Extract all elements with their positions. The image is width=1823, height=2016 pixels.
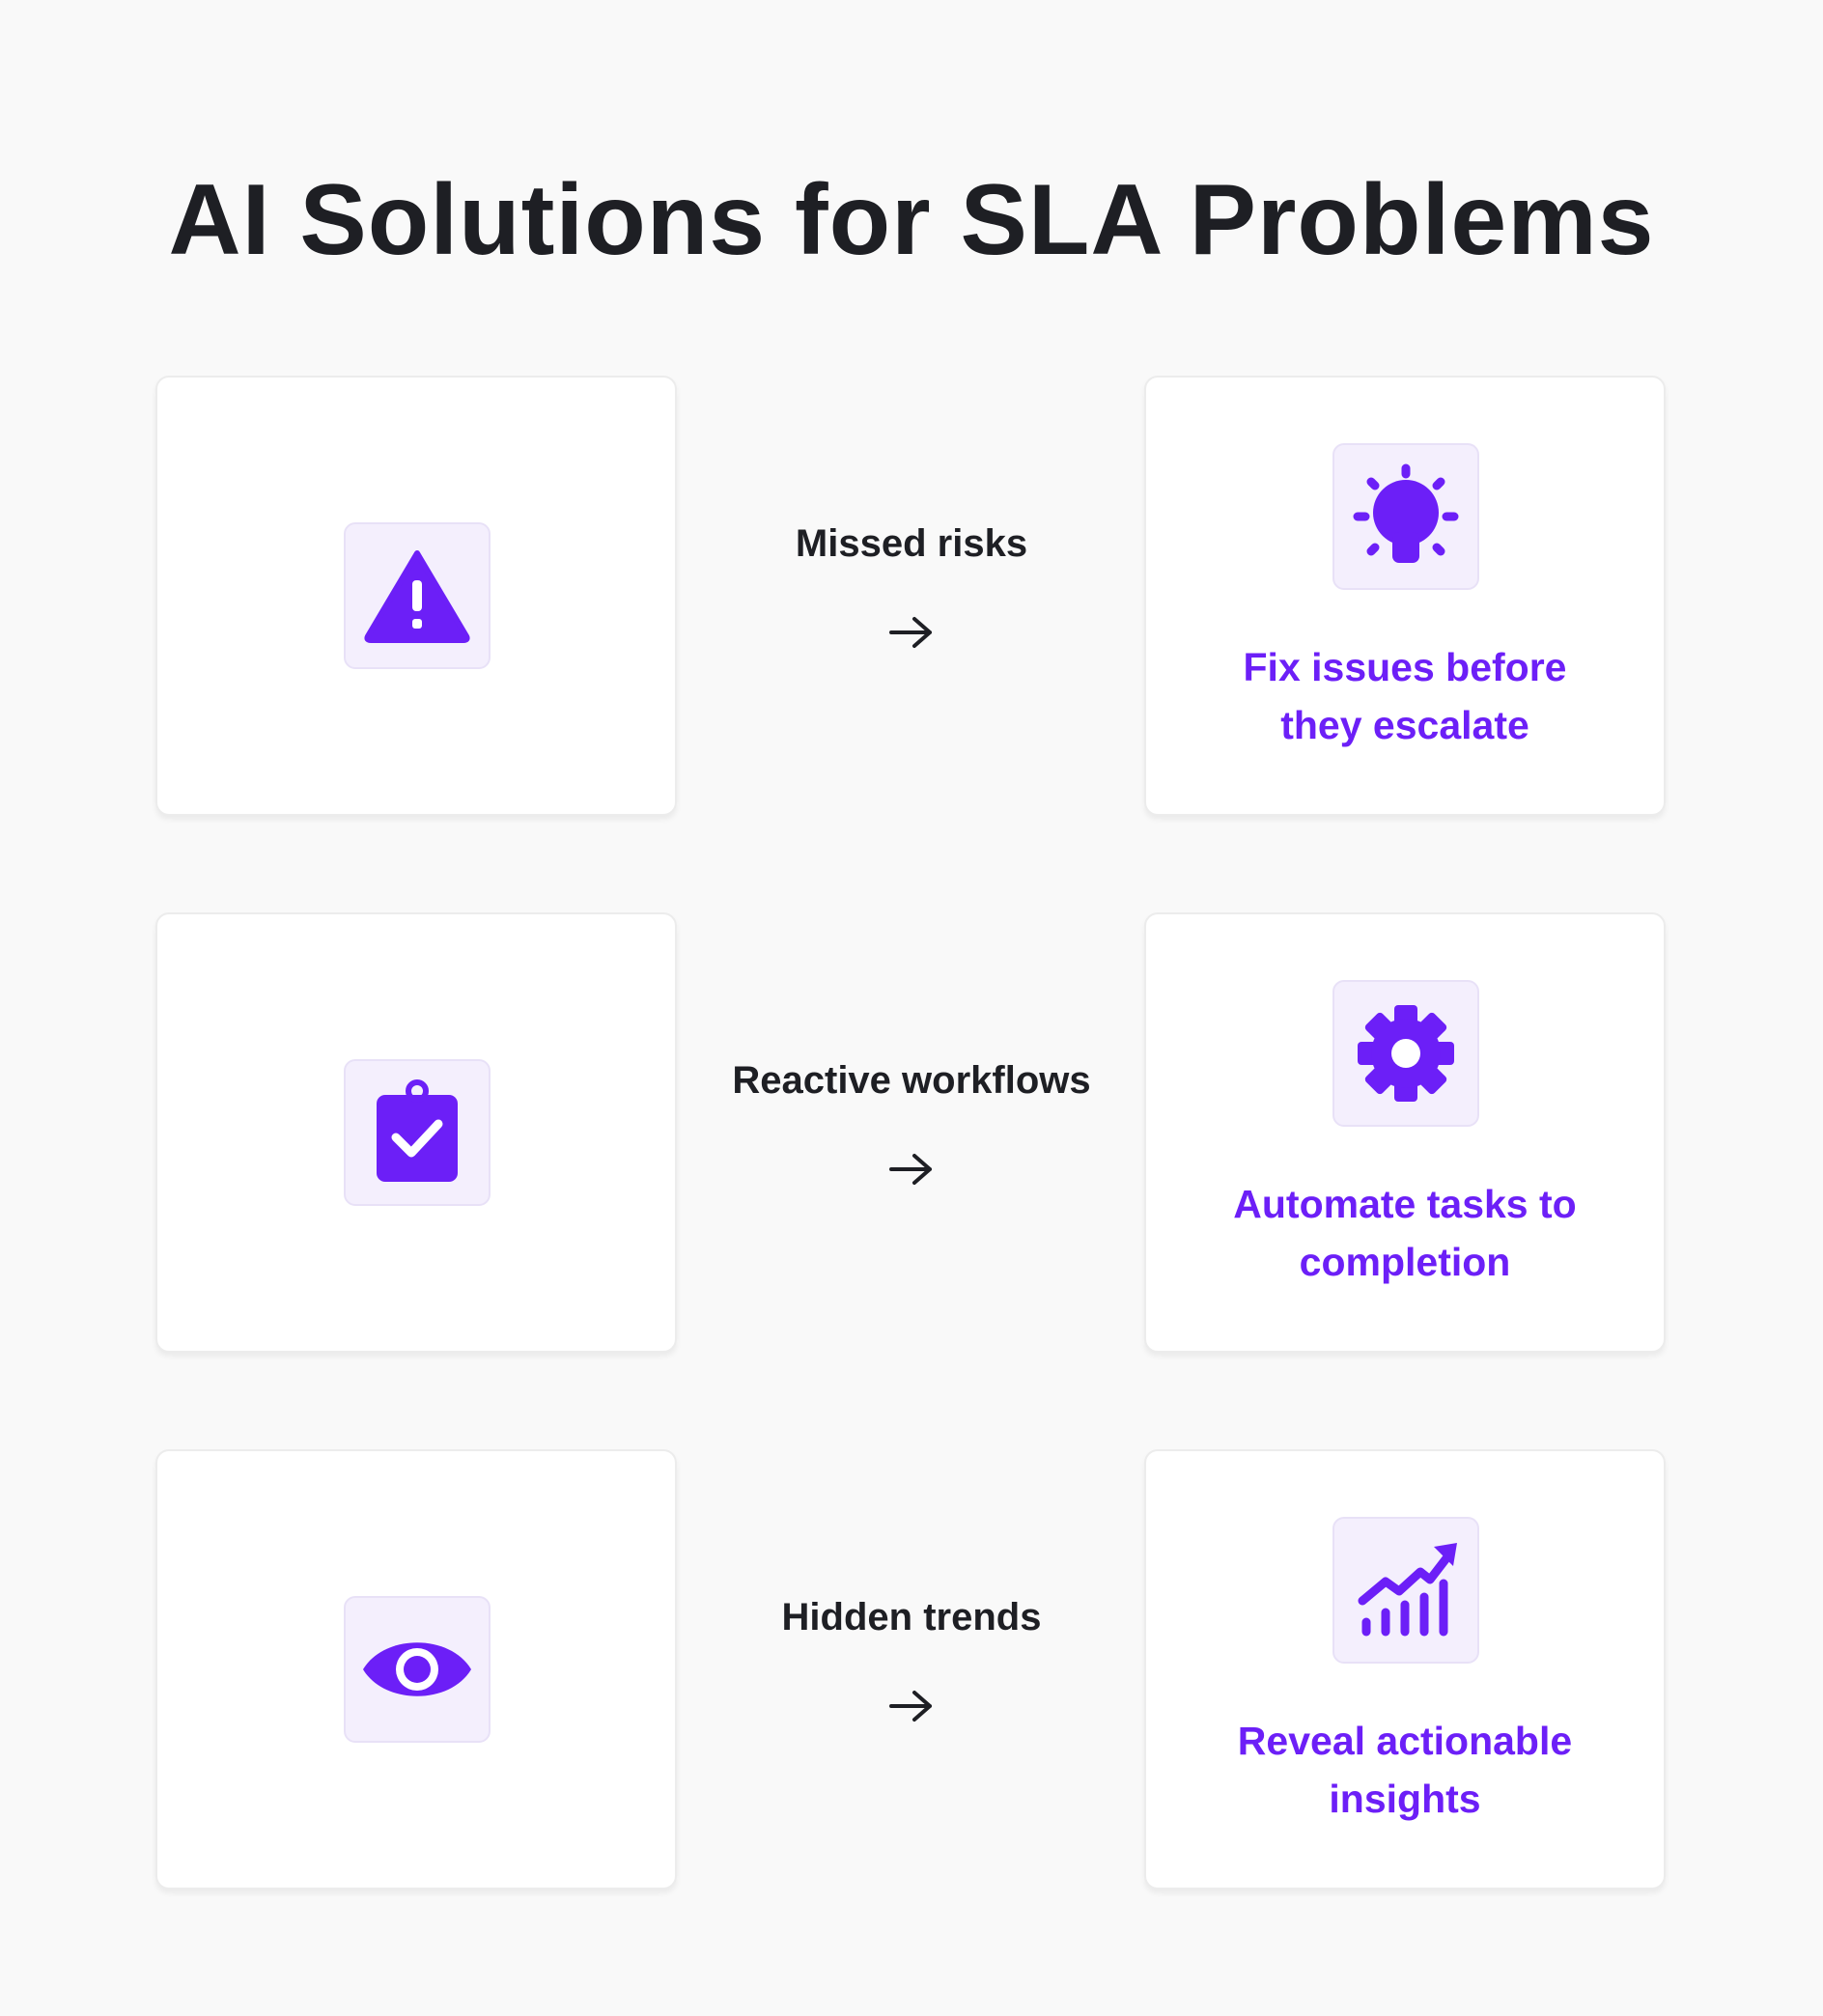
- page-title: AI Solutions for SLA Problems: [168, 164, 1655, 276]
- solution-card: Reveal actionable insights: [1144, 1449, 1666, 1890]
- lightbulb-icon: [1332, 443, 1479, 590]
- arrow-right-icon: [889, 1154, 932, 1185]
- problem-label: Missed risks: [795, 522, 1028, 565]
- problem-label: Hidden trends: [781, 1596, 1042, 1638]
- problem-card: [155, 912, 677, 1353]
- comparison-row: Missed risks Fix issues before t: [0, 376, 1823, 818]
- comparison-row: Reactive workflows Automa: [0, 912, 1823, 1355]
- arrow-right-icon: [889, 1691, 932, 1722]
- problem-card: [155, 1449, 677, 1890]
- solution-card: Automate tasks to completion: [1144, 912, 1666, 1353]
- problem-label: Reactive workflows: [732, 1059, 1091, 1102]
- problem-card: [155, 376, 677, 816]
- eye-icon: [344, 1596, 491, 1743]
- solution-text: Automate tasks to completion: [1233, 1182, 1577, 1284]
- arrow-right-icon: [889, 617, 932, 648]
- comparison-row: Hidden trends Reveal actionable insights: [0, 1449, 1823, 1891]
- warning-triangle-icon: [344, 522, 491, 669]
- gear-icon: [1332, 980, 1479, 1127]
- solution-text: Reveal actionable insights: [1237, 1719, 1573, 1821]
- solution-card: Fix issues before they escalate: [1144, 376, 1666, 816]
- solution-text: Fix issues before they escalate: [1243, 645, 1567, 747]
- clipboard-check-icon: [344, 1059, 491, 1206]
- trending-chart-icon: [1332, 1517, 1479, 1664]
